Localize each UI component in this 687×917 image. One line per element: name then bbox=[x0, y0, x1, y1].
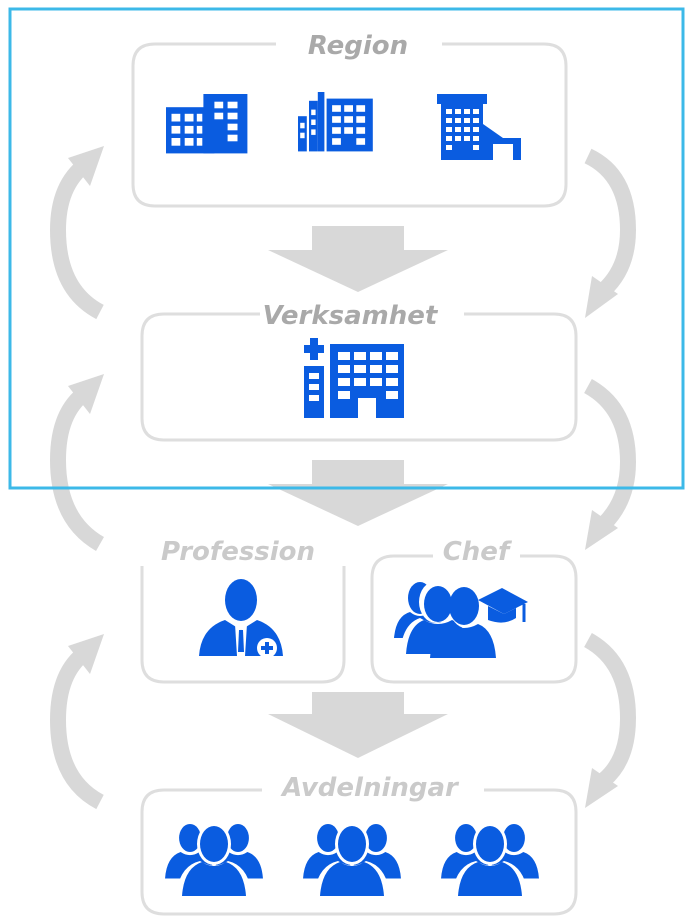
left-arrow-2 bbox=[49, 374, 105, 551]
chef-box bbox=[370, 554, 578, 684]
avdelningar-label: Avdelningar bbox=[280, 773, 460, 803]
right-arrow-3 bbox=[583, 632, 637, 808]
down-arrow-2 bbox=[268, 460, 448, 526]
left-arrow-3 bbox=[49, 634, 104, 810]
down-arrow-3 bbox=[268, 692, 448, 758]
chef-label: Chef bbox=[443, 537, 513, 567]
verksamhet-label: Verksamhet bbox=[263, 301, 439, 331]
house-building-icon bbox=[437, 94, 521, 160]
avdelningar-box bbox=[140, 788, 578, 916]
right-arrow-1 bbox=[584, 148, 637, 318]
left-arrow-1 bbox=[49, 146, 104, 320]
office-buildings-icon bbox=[166, 94, 248, 154]
profession-label: Profession bbox=[161, 537, 315, 567]
profession-box bbox=[140, 566, 346, 684]
verksamhet-box bbox=[140, 312, 578, 442]
hospital-building-icon bbox=[304, 338, 404, 418]
down-arrow-1 bbox=[268, 226, 448, 292]
region-label: Region bbox=[308, 31, 408, 61]
region-box bbox=[131, 42, 568, 208]
manager-graduate-icon bbox=[394, 581, 528, 658]
highlight-frame bbox=[8, 7, 685, 490]
doctor-icon bbox=[199, 579, 283, 658]
right-arrow-2 bbox=[583, 378, 637, 550]
factory-building-icon bbox=[298, 92, 373, 152]
